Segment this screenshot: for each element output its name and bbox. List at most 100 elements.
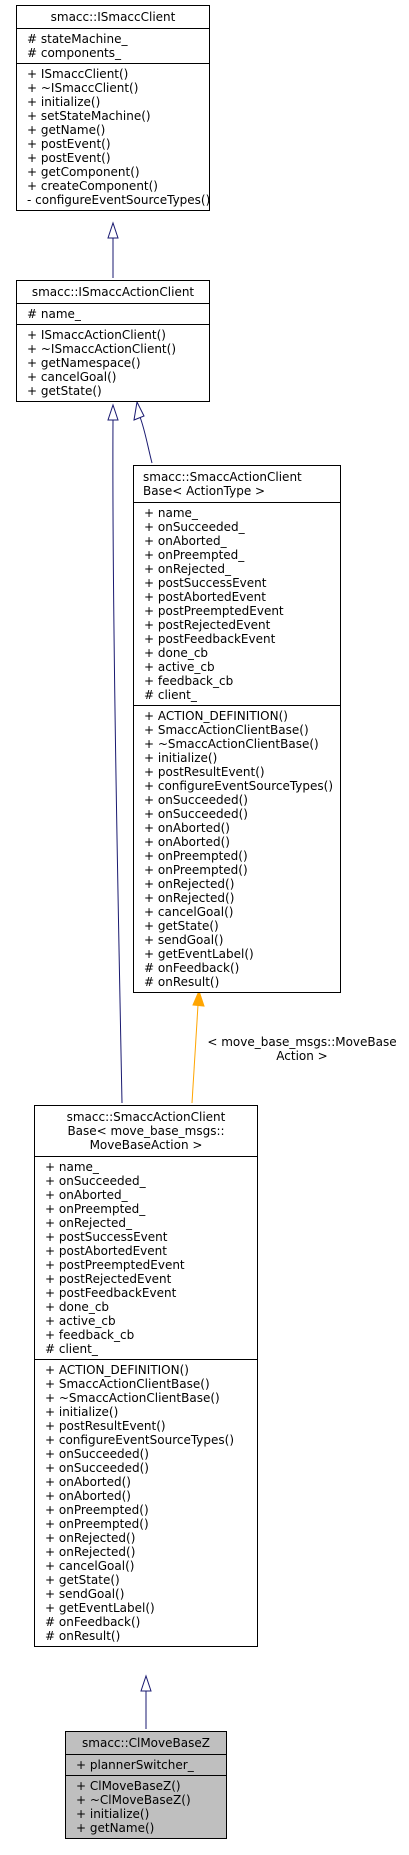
member-row: + configureEventSourceTypes()	[45, 1433, 235, 1447]
member-row: + onPreempted()	[144, 863, 248, 877]
member-row: + name_	[144, 506, 198, 520]
inheritance-edge-movebase-to-action-client	[112, 419, 123, 1104]
member-row: + initialize()	[144, 751, 218, 765]
member-row: # onResult()	[45, 1629, 121, 1643]
member-row: + ACTION_DEFINITION()	[45, 1363, 189, 1377]
member-row: + cancelGoal()	[144, 905, 234, 919]
member-row: + onSucceeded()	[45, 1461, 149, 1475]
member-row: + postRejectedEvent	[45, 1272, 172, 1286]
class-title: smacc::ClMoveBaseZ	[66, 1732, 226, 1755]
member-row: + getState()	[45, 1573, 120, 1587]
member-row: + postFeedbackEvent	[144, 632, 276, 646]
member-row: # client_	[144, 688, 197, 702]
member-row: + onPreempted()	[45, 1503, 149, 1517]
member-row: + plannerSwitcher_	[76, 1758, 194, 1772]
member-row: + feedback_cb	[45, 1328, 135, 1342]
inheritance-arrowhead	[133, 400, 145, 421]
class-ismacc-client[interactable]: smacc::ISmaccClient # stateMachine_# com…	[16, 5, 210, 211]
member-row: + onSucceeded_	[144, 520, 245, 534]
member-row: + sendGoal()	[45, 1587, 125, 1601]
member-row: - configureEventSourceTypes()	[27, 193, 211, 207]
member-row: + ~ISmaccClient()	[27, 81, 139, 95]
member-row: + getEventLabel()	[45, 1601, 155, 1615]
member-row: + configureEventSourceTypes()	[144, 779, 334, 793]
methods-section: + ISmaccClient()+ ~ISmaccClient()+ initi…	[17, 63, 211, 210]
member-row: + ~ISmaccActionClient()	[27, 342, 177, 356]
member-row: + onSucceeded()	[45, 1447, 149, 1461]
member-row: + onPreempted_	[45, 1202, 146, 1216]
member-row: + ISmaccActionClient()	[27, 328, 166, 342]
member-row: + onAborted()	[144, 835, 230, 849]
inheritance-edge-template-to-action-client	[139, 416, 153, 464]
member-row: + createComponent()	[27, 179, 158, 193]
methods-section: + ISmaccActionClient()+ ~ISmaccActionCli…	[17, 324, 209, 401]
inheritance-arrowhead	[140, 1674, 152, 1692]
member-row: + feedback_cb	[144, 674, 234, 688]
class-cl-move-base-z[interactable]: smacc::ClMoveBaseZ + plannerSwitcher_ + …	[65, 1731, 227, 1839]
member-row: + onSucceeded()	[144, 793, 248, 807]
member-row: + getState()	[27, 384, 102, 398]
member-row: + initialize()	[45, 1405, 119, 1419]
member-row: + postPreemptedEvent	[144, 604, 284, 618]
member-row: # onFeedback()	[45, 1615, 141, 1629]
member-row: + ~SmaccActionClientBase()	[144, 737, 319, 751]
template-binding-label: < move_base_msgs::MoveBase Action >	[207, 1035, 397, 1063]
member-row: + onRejected()	[45, 1531, 136, 1545]
member-row: + cancelGoal()	[27, 370, 117, 384]
member-row: + done_cb	[45, 1300, 110, 1314]
class-smacc-action-client-base-movebase[interactable]: smacc::SmaccActionClient Base< move_base…	[34, 1105, 258, 1647]
member-row: + getState()	[144, 919, 219, 933]
member-row: + onRejected()	[144, 877, 235, 891]
member-row: + onAborted()	[45, 1489, 131, 1503]
member-row: + setStateMachine()	[27, 109, 151, 123]
member-row: + onSucceeded()	[144, 807, 248, 821]
member-row: + onRejected()	[144, 891, 235, 905]
methods-section: + ACTION_DEFINITION()+ SmaccActionClient…	[134, 705, 340, 992]
member-row: + postFeedbackEvent	[45, 1286, 177, 1300]
member-row: + postEvent()	[27, 151, 111, 165]
methods-section: + ACTION_DEFINITION()+ SmaccActionClient…	[35, 1359, 257, 1646]
member-row: + ISmaccClient()	[27, 67, 129, 81]
methods-section: + ClMoveBaseZ()+ ~ClMoveBaseZ()+ initial…	[66, 1775, 226, 1838]
class-title: smacc::ISmaccClient	[17, 6, 209, 29]
member-row: # components_	[27, 46, 122, 60]
member-row: + onSucceeded_	[45, 1174, 146, 1188]
member-row: + ~ClMoveBaseZ()	[76, 1793, 191, 1807]
member-row: + onAborted_	[45, 1188, 128, 1202]
member-row: + cancelGoal()	[45, 1559, 135, 1573]
member-row: + ClMoveBaseZ()	[76, 1779, 181, 1793]
member-row: + onRejected_	[144, 562, 232, 576]
member-row: + postRejectedEvent	[144, 618, 271, 632]
member-row: + SmaccActionClientBase()	[144, 723, 309, 737]
member-row: + initialize()	[76, 1807, 150, 1821]
member-row: + ~SmaccActionClientBase()	[45, 1391, 220, 1405]
class-title: smacc::SmaccActionClient Base< move_base…	[35, 1106, 257, 1157]
class-title: smacc::SmaccActionClient Base< ActionTyp…	[134, 466, 340, 503]
class-smacc-action-client-base-template[interactable]: smacc::SmaccActionClient Base< ActionTyp…	[133, 465, 341, 993]
member-row: + active_cb	[144, 660, 215, 674]
member-row: + postAbortedEvent	[144, 590, 266, 604]
member-row: # name_	[27, 307, 81, 321]
member-row: + onAborted_	[144, 534, 227, 548]
member-row: + getEventLabel()	[144, 947, 254, 961]
member-row: + ACTION_DEFINITION()	[144, 709, 288, 723]
member-row: + onRejected_	[45, 1216, 133, 1230]
class-ismacc-action-client[interactable]: smacc::ISmaccActionClient # name_ + ISma…	[16, 280, 210, 402]
template-binding-arrowhead	[192, 989, 205, 1007]
member-row: + onAborted()	[45, 1475, 131, 1489]
attributes-section: # name_	[17, 304, 209, 324]
attributes-section: + name_+ onSucceeded_+ onAborted_+ onPre…	[35, 1157, 257, 1359]
member-row: + onPreempted_	[144, 548, 245, 562]
member-row: + getComponent()	[27, 165, 140, 179]
member-row: # onResult()	[144, 975, 220, 989]
member-row: + sendGoal()	[144, 933, 224, 947]
attributes-section: + name_+ onSucceeded_+ onAborted_+ onPre…	[134, 503, 340, 705]
member-row: + onPreempted()	[144, 849, 248, 863]
member-row: + initialize()	[27, 95, 101, 109]
member-row: + SmaccActionClientBase()	[45, 1377, 210, 1391]
member-row: + postSuccessEvent	[45, 1230, 168, 1244]
member-row: + postResultEvent()	[144, 765, 265, 779]
member-row: + postResultEvent()	[45, 1419, 166, 1433]
member-row: + done_cb	[144, 646, 209, 660]
member-row: + name_	[45, 1160, 99, 1174]
